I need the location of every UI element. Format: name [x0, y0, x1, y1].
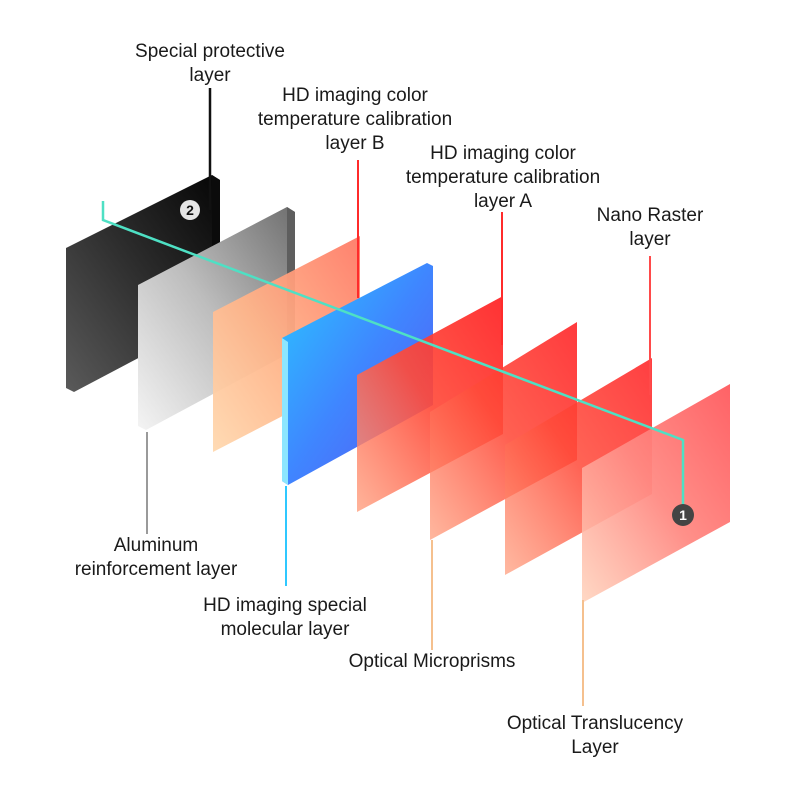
- label-aluminum: Aluminum reinforcement layer: [74, 535, 238, 580]
- label-microprisms: Optical Microprisms: [348, 651, 516, 672]
- calibration-a-panel: [357, 296, 503, 512]
- light-ray-path: [101, 201, 685, 505]
- label-calibration-a: HD imaging color temperature calibration…: [405, 143, 601, 212]
- label-nano-raster: Nano Raster layer: [596, 205, 704, 250]
- svg-text:2: 2: [186, 202, 194, 218]
- microprisms-panel: [430, 322, 577, 540]
- translucency-panel: [582, 384, 730, 603]
- marker-back: 2: [180, 200, 200, 220]
- marker-front: 1: [672, 504, 694, 526]
- label-calibration-b: HD imaging color temperature calibration…: [257, 85, 453, 154]
- label-special-protective: Special protective layer: [135, 41, 285, 86]
- svg-text:1: 1: [679, 507, 687, 523]
- label-molecular: HD imaging special molecular layer: [203, 595, 367, 640]
- label-translucency: Optical Translucency Layer: [506, 713, 684, 758]
- molecular-panel: [282, 263, 433, 485]
- nano-raster-panel: [505, 358, 652, 575]
